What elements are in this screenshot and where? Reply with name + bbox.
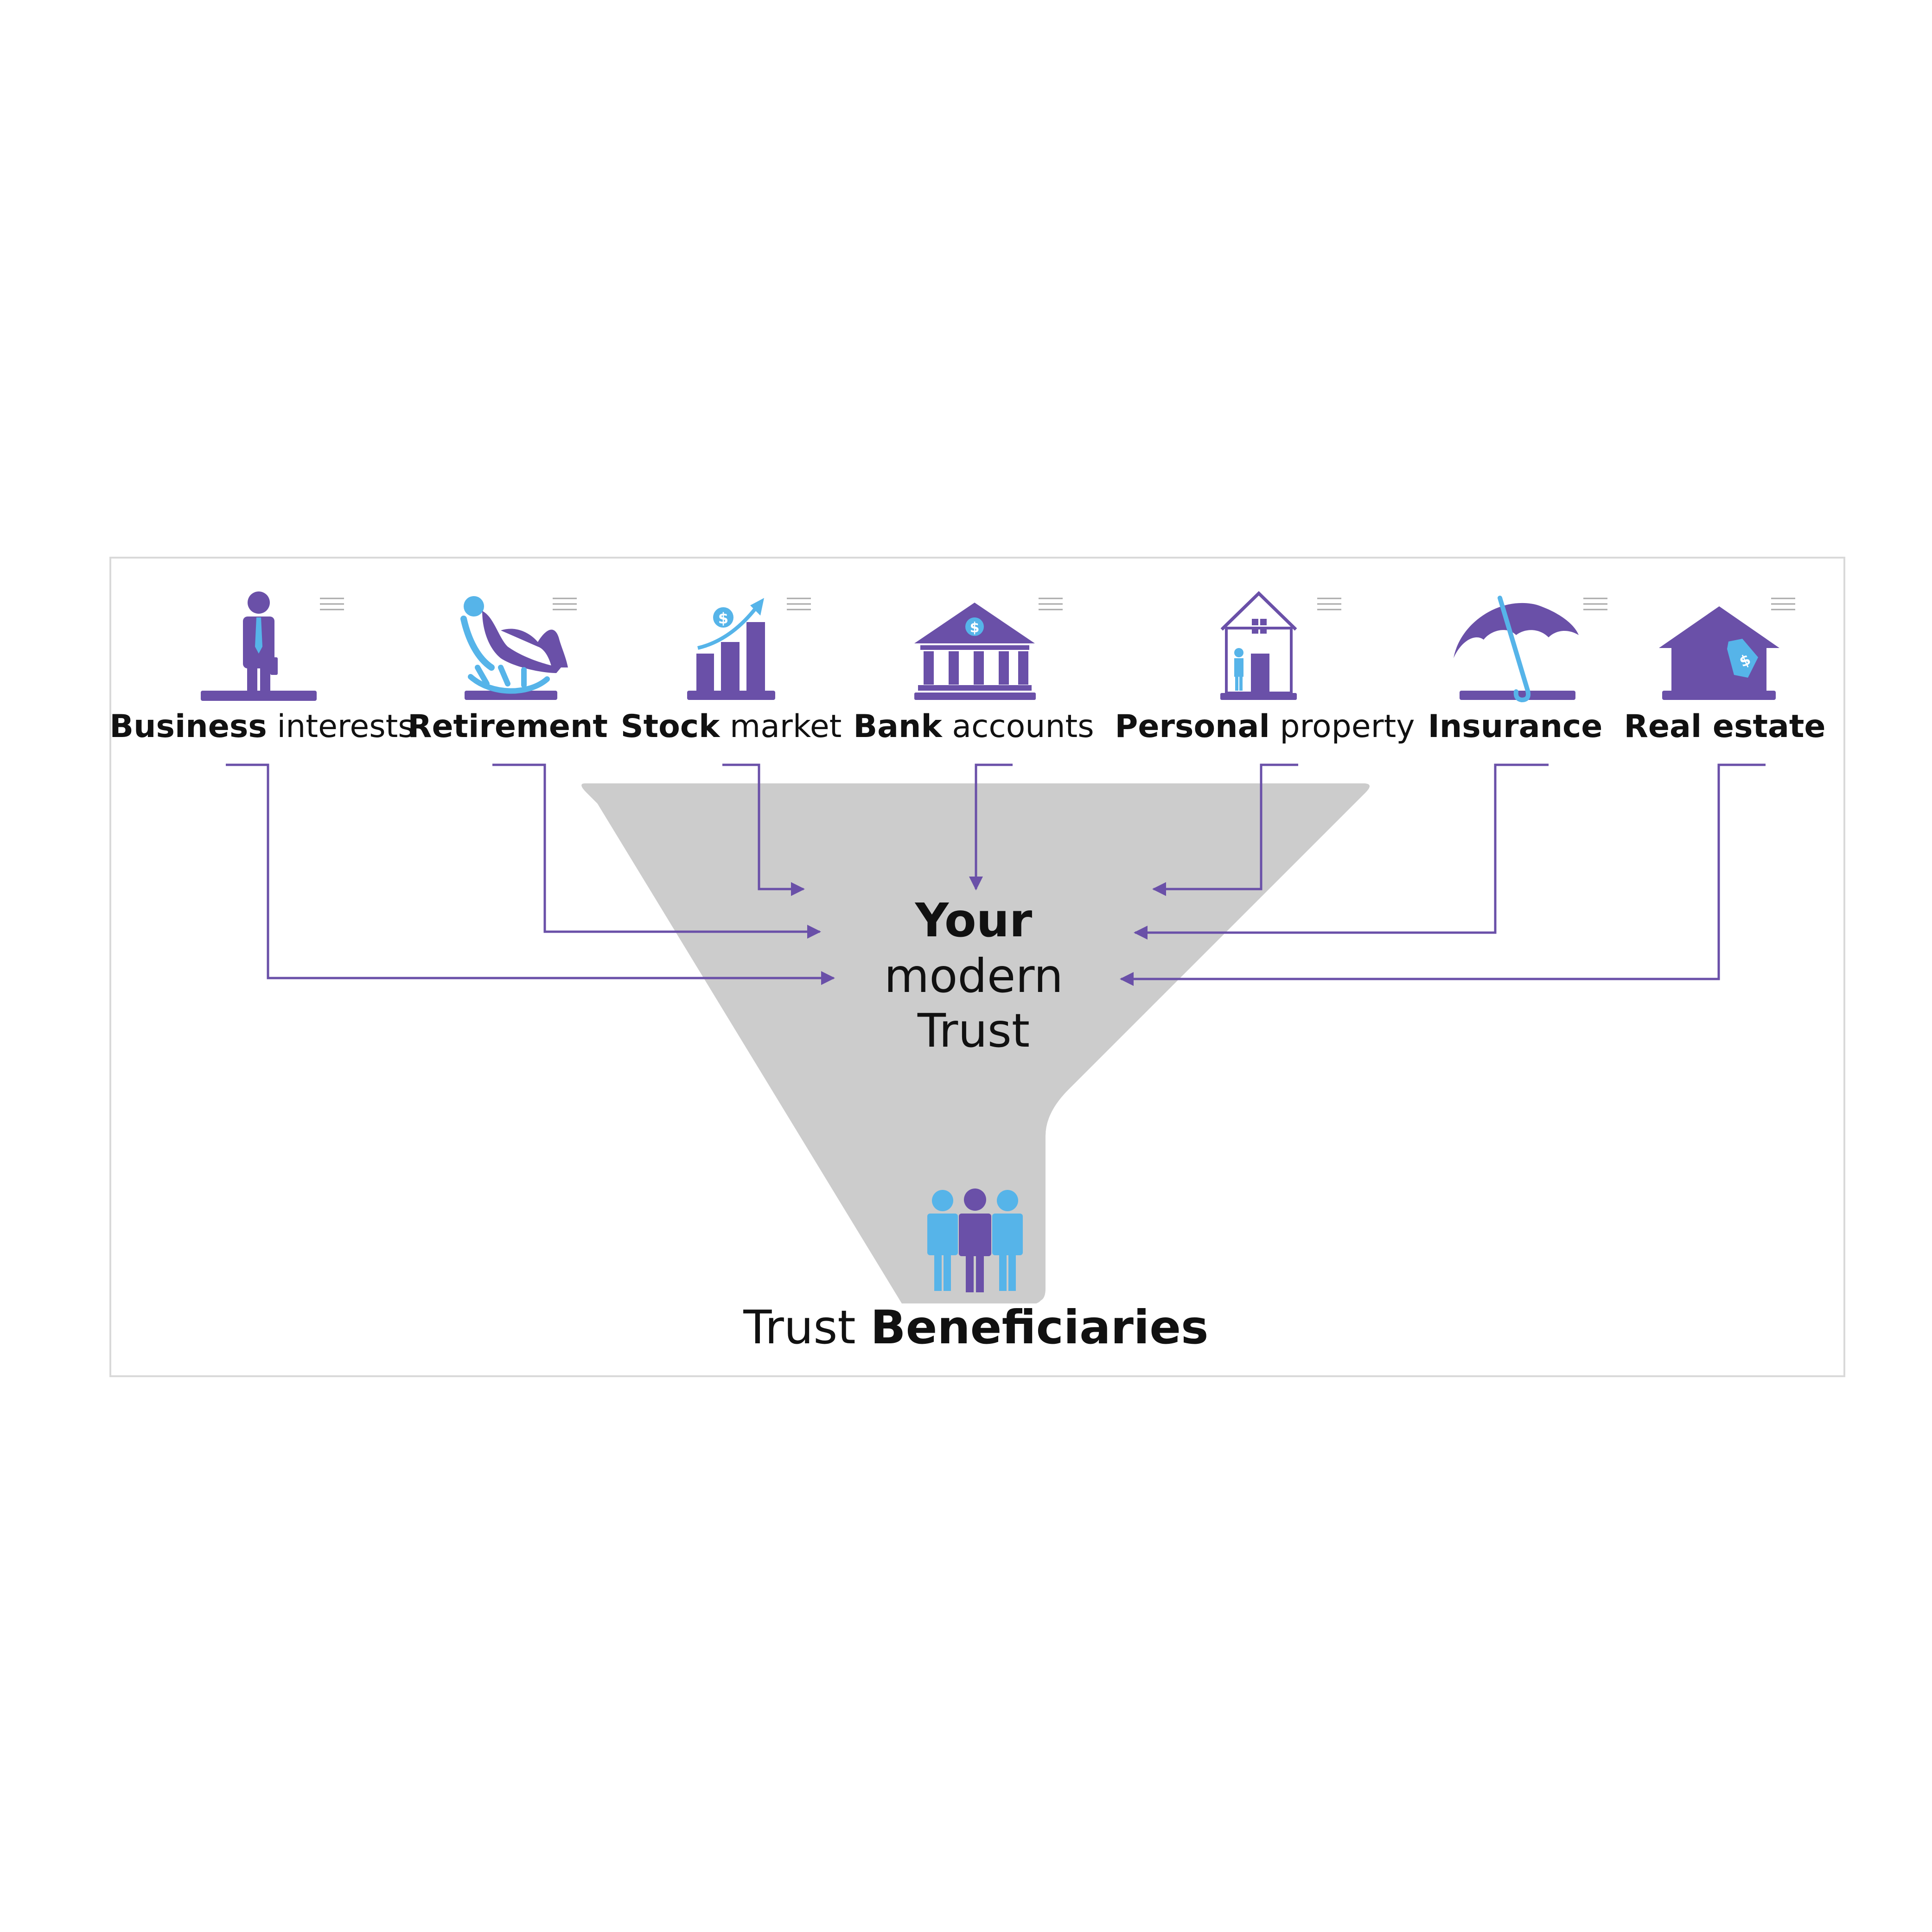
menu-icon[interactable]: [1039, 597, 1063, 610]
house-price-tag-icon: $: [1659, 606, 1779, 700]
bar-chart-growth-icon: $: [687, 598, 775, 700]
menu-icons: [320, 597, 1795, 610]
rocking-chair-icon: [460, 596, 568, 700]
connector-insurance: [1134, 763, 1549, 940]
asset-label-bank-accounts: Bank accounts: [853, 708, 1094, 745]
beneficiaries-label: Trust Beneficiaries: [743, 1300, 1208, 1354]
connector-personal-property: [1152, 763, 1298, 896]
connector-bank: [969, 763, 1013, 890]
connector-stock: [722, 763, 805, 896]
umbrella-icon: [1454, 596, 1579, 703]
asset-label-real-estate: Real estate: [1624, 708, 1826, 745]
asset-label-personal-property: Personal property: [1115, 708, 1415, 745]
currency-symbol: $: [970, 620, 980, 636]
connector-business: [226, 763, 835, 985]
currency-symbol: $: [718, 610, 728, 627]
businessman-icon: [201, 591, 317, 701]
menu-icon[interactable]: [1583, 597, 1607, 610]
menu-icon[interactable]: [1771, 597, 1795, 610]
connectors: [226, 763, 1766, 986]
beneficiaries-group-icon: [927, 1188, 1023, 1292]
menu-icon[interactable]: [1317, 597, 1341, 610]
asset-label-stock-market: Stock market: [621, 708, 842, 745]
asset-label-insurance: Insurance: [1428, 708, 1603, 745]
connector-retirement: [492, 763, 821, 939]
asset-label-business-interests: Business interests: [109, 708, 414, 745]
menu-icon[interactable]: [320, 597, 344, 610]
funnel-title-modern: modern: [884, 949, 1063, 1003]
connector-real-estate: [1120, 763, 1766, 986]
bank-building-icon: $: [914, 603, 1036, 700]
funnel-title-your: Your: [915, 893, 1033, 947]
asset-label-retirement: Retirement: [408, 708, 608, 745]
menu-icon[interactable]: [787, 597, 811, 610]
house-icon: [1220, 591, 1297, 700]
funnel-title-trust: Trust: [917, 1004, 1030, 1058]
menu-icon[interactable]: [553, 597, 577, 610]
funnel-body: [581, 783, 1370, 1302]
